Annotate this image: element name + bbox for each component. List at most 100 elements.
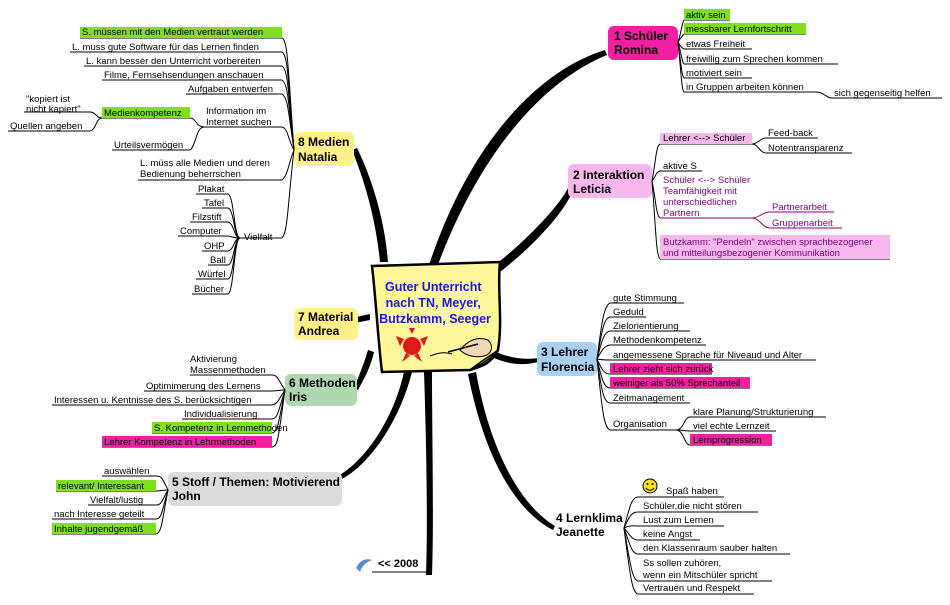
branch-6-title: 6 Methoden [289,376,356,390]
branch-2-box[interactable] [568,164,652,198]
link-arrow-icon [356,559,372,572]
svg-text:8 Medien Natalia: 8 Medien Natalia [298,135,353,164]
b8-kopiert-line-1: "kopiert ist [26,94,70,105]
branch-7-title: 7 Material [298,310,353,324]
b8-info-line-2: Internet suchen [206,117,272,128]
b1-leaf-lernfortschritt: messbarer Lernfortschritt [686,24,792,35]
b3-leaf-zielorientierung: Zielorientierung [613,321,678,332]
b3-leaf-geduld: Geduld [613,307,644,318]
b8-alle-line-2: Bedienung beherrschen [140,169,241,180]
year-2008-link[interactable]: << 2008 [356,558,430,573]
branch-8-title: 8 Medien [298,135,349,149]
b4-leaf-sauber: den Klassenraum sauber halten [643,543,777,554]
branch-6-box[interactable] [285,374,357,406]
smiley-icon [642,478,658,494]
branch-5-box[interactable] [168,472,342,506]
b3-leaf-sprechanteil: weiniger als 50% Sprechanteil [612,378,740,389]
branch-5-name: John [172,489,201,503]
b4-leaf-lust: Lust zum Lernen [643,515,714,526]
branch-8-name: Natalia [298,150,338,164]
center-note-curl [469,349,499,371]
center-title-line-1: Guter Unterricht [385,280,482,294]
branch-1-box[interactable] [608,26,678,60]
svg-text:2 Interaktion Leticia: 2 Interaktion Leticia [573,168,648,196]
b3-leaf-methodenkompetenz: Methodenkompetenz [613,335,702,346]
svg-text:Guter Unterricht nach TN: Guter Unterricht nach TN, Meyer, Butzkam… [379,280,491,326]
b3-organisation: Organisation [613,419,667,430]
b8-leaf-vertraut: S. müssen mit den Medien vertraut werden [82,27,263,38]
branch-8-box[interactable] [294,132,354,166]
b6-leaf-lehrer-kompetenz: Lehrer Kompetenz in Lehrmethoden [104,437,256,448]
b1-leaf-aktiv: aktiv sein [686,10,726,21]
b2-schueler-line-4: Partnern [663,208,699,219]
b3-orga-lernzeit: viel echte Lernzeit [693,421,770,432]
seal-icon [396,328,428,362]
connector-b1 [428,50,607,270]
branch-3-name: Florencia [541,360,595,374]
svg-text:Schüler <--> Schüler Tea: Schüler <--> Schüler Teamfähigkeit mit u… [663,175,753,219]
branch-2-name: Leticia [573,182,611,196]
branch-4-title: 4 Lernklima [556,511,623,525]
branch-2-title: 2 Interaktion [573,168,644,182]
b8-urteilsvermoegen: Urteilsvermögen [114,140,183,151]
branch-1-title: 1 Schüler [614,29,668,43]
b8-info-line-1: Information im [206,106,266,117]
b8-leaf-aufgaben: Aufgaben entwerfen [188,84,273,95]
b8-medienkompetenz: Medienkompetenz [104,108,182,119]
branch-6-name: Iris [289,390,307,404]
b8-vielfalt-filzstift: Filzstift [192,212,222,223]
b3-leaf-sprache: angemessene Sprache für Niveaud und Alte… [613,350,802,361]
b8-vielfalt-plakat: Plakat [198,184,225,195]
b8-vielfalt-wuerfel: Würfel [198,269,225,280]
b2-lehrer-schueler: Lehrer <--> Schüler [663,133,745,144]
connector-b4 [468,372,555,530]
b8-leaf-vorbereiten: L. kann besser den Unterricht vorbereite… [86,56,261,67]
b2-schueler-line-2: Teamfähigkeit mit [663,186,737,197]
branch-4-name: Jeanette [556,525,605,539]
b2-butzkamm-line-2: und mitteilungsbezogener Kommunikation [663,248,840,259]
branch-3-lehrer: 3 Lehrer Florencia [537,293,826,446]
connector-b6 [354,350,374,390]
svg-text:7 Material Andrea: 7 Material Andrea [298,310,357,338]
branch-4-box[interactable]: 4 Lernklima Jeanette [556,511,626,539]
b1-leaf-freiheit: etwas Freiheit [686,39,745,50]
branch-2-interaktion: 2 Interaktion Leticia Lehrer <--> Schüle… [568,128,890,260]
branch-3-box[interactable] [537,342,597,376]
b2-feedback: Feed-back [768,128,813,139]
svg-text:L. müss alle Medien und deren: L. müss alle Medien und deren Bedienung … [140,158,273,180]
svg-text:"kopiert ist nicht kapie: "kopiert ist nicht kapiert" [26,94,81,115]
b3-leaf-zurueck: Lehrer zieht sich zurück [613,364,714,375]
b4-leaf-vertrauen: Vertrauen und Respekt [643,583,741,594]
branch-6-methoden: 6 Methoden Iris Aktivierung Massenmethod… [52,354,357,448]
b4-ss-line-1: Ss sollen zuhören, [643,558,721,569]
b8-leaf-software: L. muss gute Software für das Lernen fin… [72,42,259,53]
b2-gruppenarbeit: Gruppenarbeit [772,218,833,229]
svg-text:Butzkamm: "Pendeln" zwischen s: Butzkamm: "Pendeln" zwischen sprachbezog… [663,237,875,259]
b1-leaf-gruppen: in Gruppen arbeiten können [686,82,804,93]
b4-leaf-stoeren: Schüler,die nicht stören [643,501,742,512]
b6-leaf-optimierung: Optimimerung des Lernens [146,381,261,392]
branch-7-box[interactable] [294,308,358,340]
b8-vielfalt-computer: Computer [180,226,222,237]
b6-aktivierung-line-2: Massenmethoden [190,365,266,376]
b2-aktive-s: aktive S [663,161,697,172]
center-node[interactable]: Guter Unterricht nach TN, Meyer, Butzkam… [370,260,502,374]
b8-vielfalt-tafel: Tafel [204,198,224,209]
b6-leaf-individualisierung: Individualisierung [184,409,257,420]
year-2008-label: << 2008 [378,558,418,570]
b3-orga-planung: klare Planung/Strukturierung [693,407,813,418]
svg-text:3 Lehrer Florencia: 3 Lehrer Florencia [541,345,595,374]
b8-vielfalt-ohp: OHP [204,241,225,252]
center-title-line-3: Butzkamm, Seeger [379,312,491,326]
b4-ss-line-2: wenn ein Mitschüler spricht [642,570,758,581]
branch-3-title: 3 Lehrer [541,345,589,359]
branch-8-medien: 8 Medien Natalia [8,27,354,295]
b1-leaf-freiwillig: freiwillig zum Sprechen kommen [686,54,823,65]
b5-leaf-jugendgemaess: Inhalte jugendgemäß [54,524,143,535]
svg-text:Information im Internet: Information im Internet suchen [206,106,272,128]
b8-leaf-filme: Filme, Fernsehsendungen anschauen [104,70,264,81]
b5-leaf-interesse: nach Interesse geteilt [54,509,145,520]
b3-orga-progression: Lernprogression [693,435,762,446]
b1-leaf-motiviert: motiviert sein [686,68,742,79]
